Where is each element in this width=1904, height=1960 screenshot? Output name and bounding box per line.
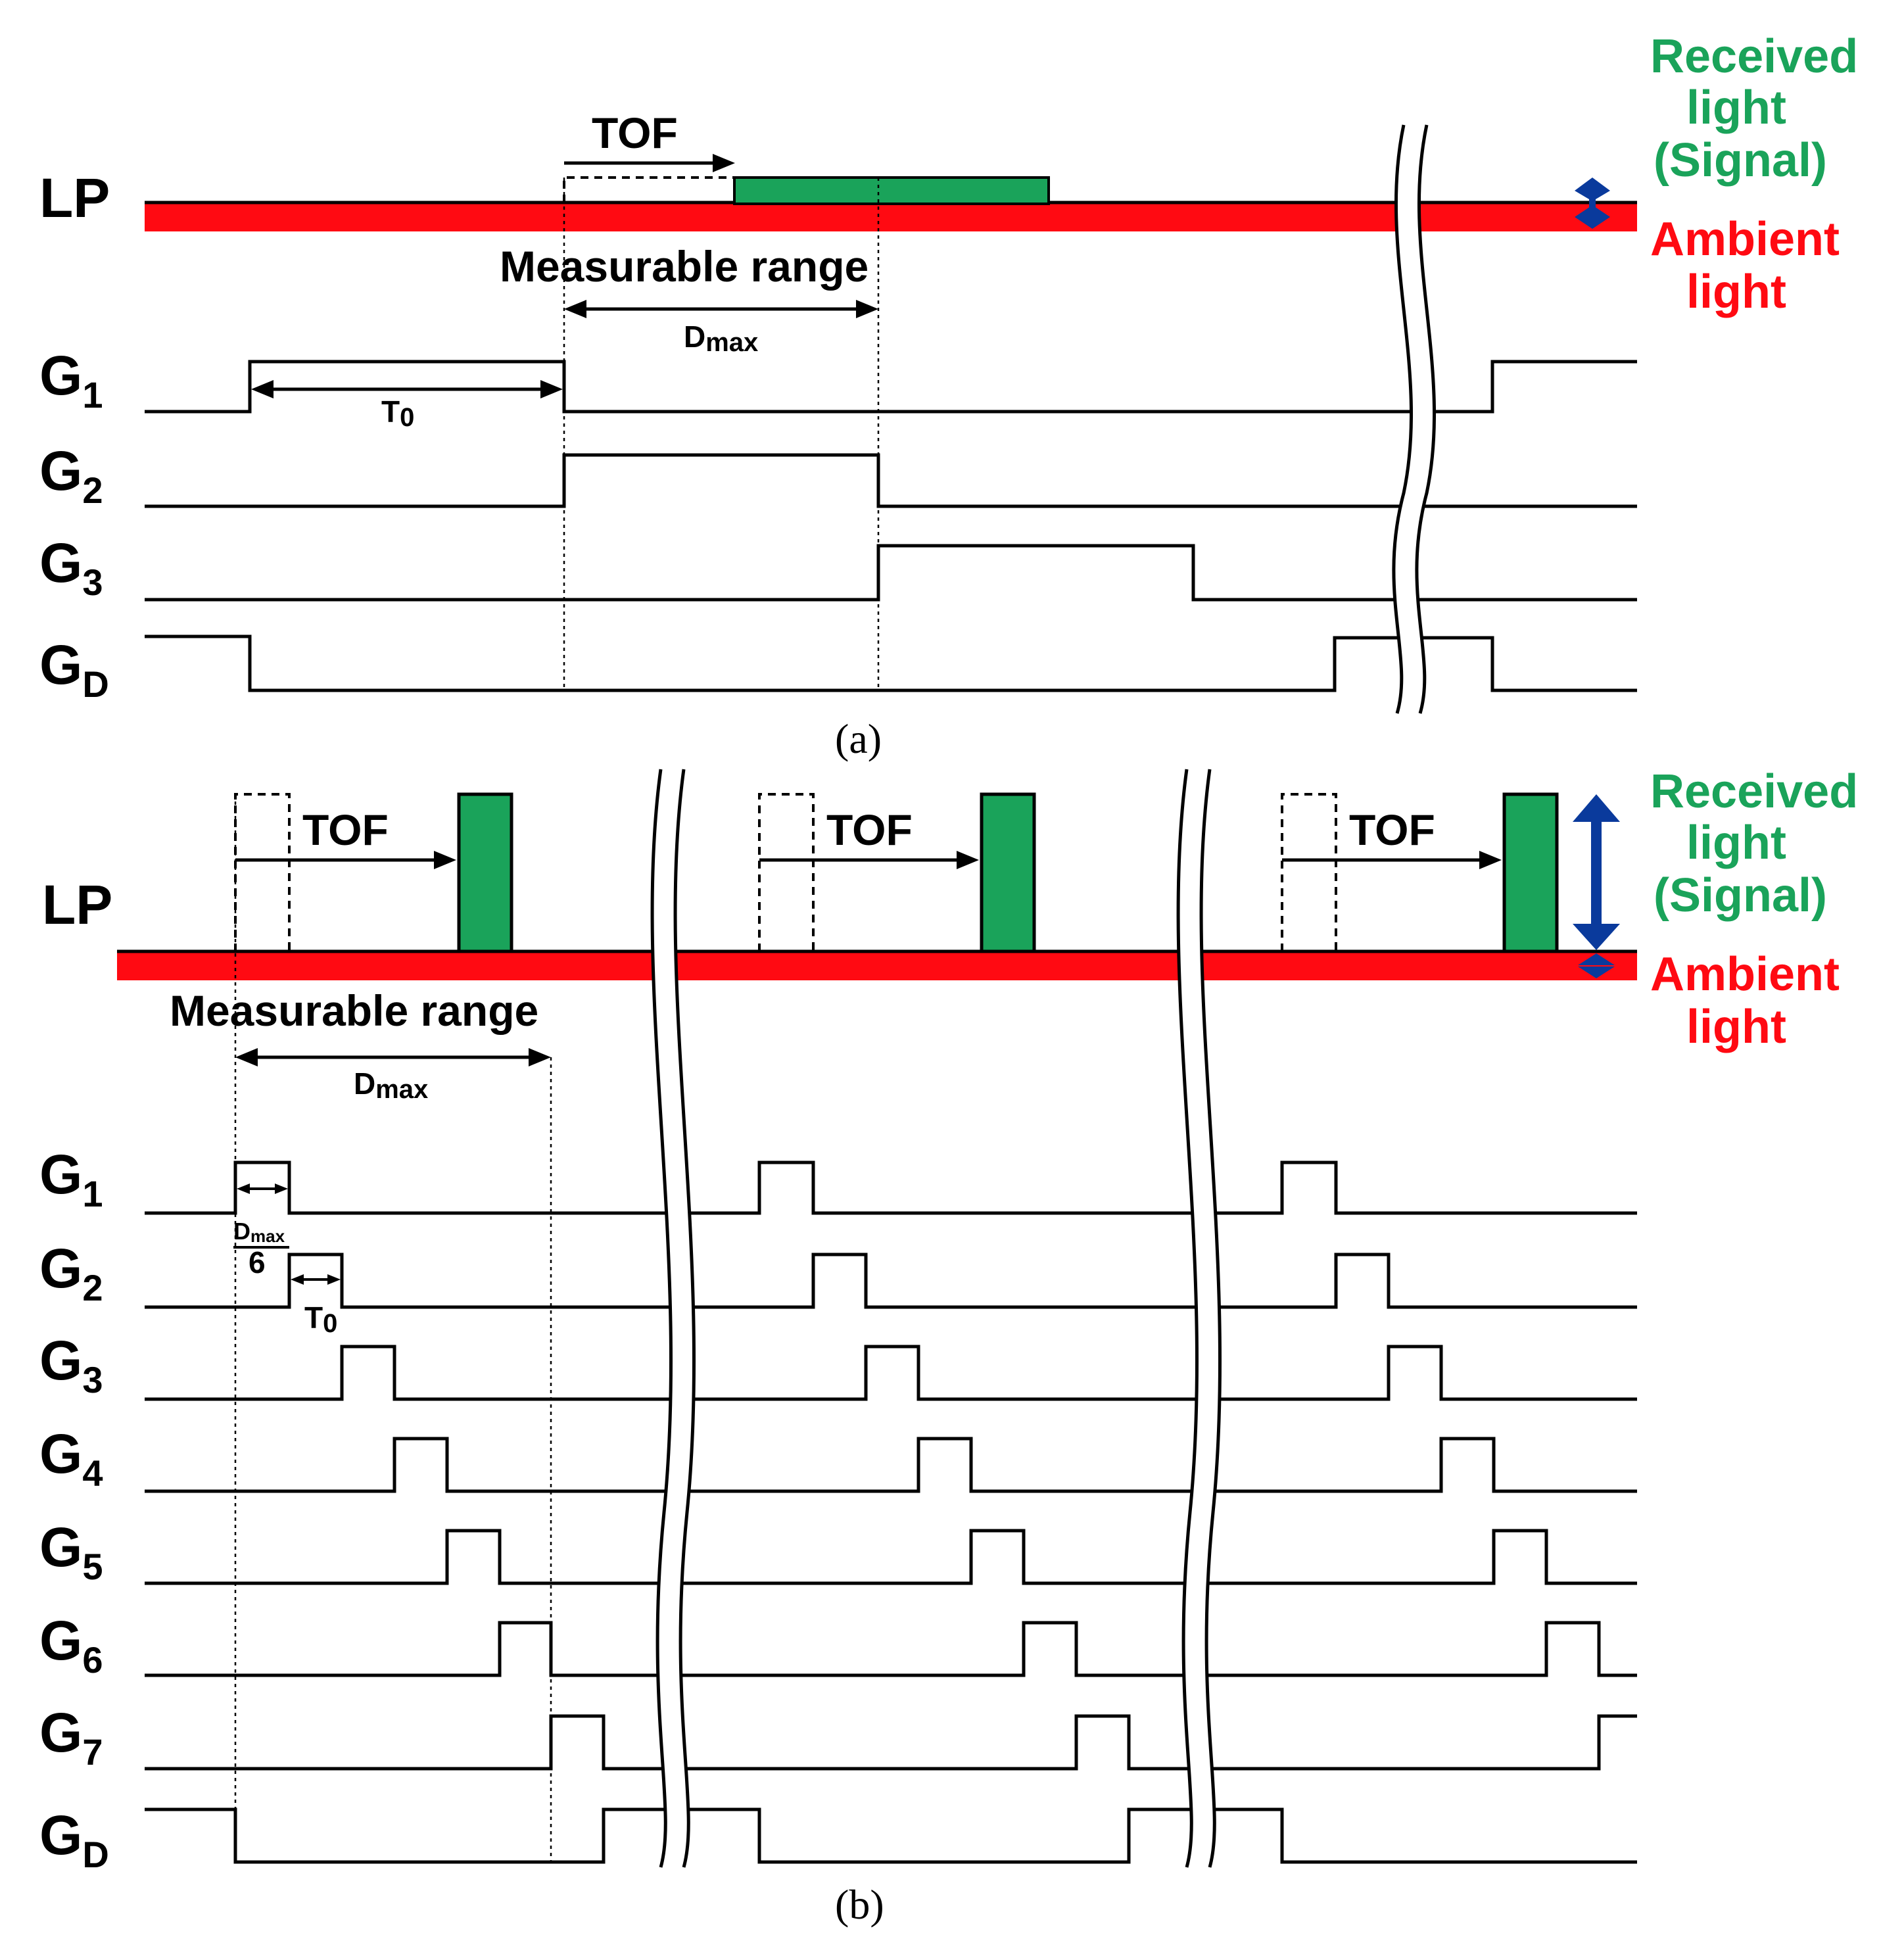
g7-waveform-b: [145, 1714, 1637, 1771]
g3-waveform-a: [145, 544, 1637, 602]
tof-label-b-2: TOF: [826, 805, 913, 854]
gate-label-a-g1: G1: [39, 345, 103, 416]
dmax-fraction-top: Dmax: [233, 1218, 285, 1246]
time-break-b-2: [1176, 769, 1222, 1868]
lp-label-a: LP: [39, 167, 110, 229]
gate-label-b-gd: GD: [39, 1804, 109, 1875]
gate-label-b-g7: G7: [39, 1702, 103, 1773]
tof-label-b-1: TOF: [302, 805, 389, 854]
gate-label-a-g3: G3: [39, 532, 103, 603]
ambient-light-bar-b: [117, 951, 1637, 980]
dmax-fraction-bottom: 6: [249, 1245, 266, 1279]
gate-label-b-g6: G6: [39, 1610, 103, 1681]
emitted-pulse-outline-b-2: [758, 793, 815, 951]
range-label-a: Measurable range: [500, 242, 869, 291]
g5-waveform-b: [145, 1529, 1637, 1585]
g6-waveform-b: [145, 1621, 1637, 1677]
legend-received-b-3: (Signal): [1654, 869, 1827, 922]
gate-label-b-g5: G5: [39, 1516, 103, 1587]
dmax-label-a: Dmax: [684, 320, 758, 357]
t0-label-a: T0: [381, 394, 414, 432]
t0-label-b: T0: [304, 1301, 337, 1338]
legend-received-b-2: light: [1686, 817, 1786, 869]
gate-label-b-g1: G1: [39, 1143, 103, 1214]
legend-received-b-1: Received: [1650, 765, 1858, 818]
received-signal-pulse-a: [733, 176, 1050, 205]
time-break-a: [1392, 124, 1437, 714]
panel-b: TOF TOF TOF LP Measurable range Dmax: [39, 765, 1858, 1928]
panel-a: TOF LP Measurable range Dmax T0 G1 G2 G3…: [39, 30, 1858, 762]
g2-waveform-a: [145, 453, 1637, 508]
gd-waveform-a: [145, 634, 1637, 692]
gate-label-b-g2: G2: [39, 1237, 103, 1308]
received-signal-pulse-b-1: [457, 792, 513, 953]
caption-b: (b): [835, 1881, 884, 1928]
amplitude-arrow-b: [1573, 794, 1620, 978]
legend-received-a-1: Received: [1650, 30, 1858, 83]
legend-received-a-3: (Signal): [1654, 134, 1827, 187]
gate-label-b-g3: G3: [39, 1329, 103, 1400]
g4-waveform-b: [145, 1437, 1637, 1493]
gd-waveform-b: [145, 1807, 1637, 1864]
caption-a: (a): [835, 715, 882, 762]
legend-ambient-a-2: light: [1686, 266, 1786, 318]
gate-label-a-gd: GD: [39, 634, 109, 705]
emitted-pulse-outline-b-1: [234, 793, 291, 951]
gate-label-a-g2: G2: [39, 440, 103, 511]
gate-label-b-g4: G4: [39, 1423, 103, 1494]
range-label-b: Measurable range: [170, 986, 538, 1035]
legend-received-a-2: light: [1686, 82, 1786, 134]
legend-ambient-a-1: Ambient: [1650, 213, 1840, 266]
ambient-light-bar-a: [145, 203, 1637, 231]
received-signal-pulse-b-3: [1502, 792, 1559, 953]
received-signal-pulse-b-2: [980, 792, 1036, 953]
g1-waveform-b: [145, 1160, 1637, 1215]
dmax-label-b: Dmax: [354, 1066, 428, 1104]
legend-ambient-b-1: Ambient: [1650, 948, 1840, 1001]
lp-label-b: LP: [42, 874, 112, 936]
amplitude-arrow-a: [1575, 178, 1610, 229]
emitted-pulse-outline-b-3: [1281, 793, 1337, 951]
legend-ambient-b-2: light: [1686, 1001, 1786, 1053]
tof-label-a: TOF: [592, 108, 678, 157]
g2-waveform-b: [145, 1253, 1637, 1309]
g3-waveform-b: [145, 1345, 1637, 1401]
time-break-b-1: [650, 769, 696, 1868]
tof-label-b-3: TOF: [1349, 805, 1435, 854]
emitted-pulse-outline-a: [563, 176, 734, 203]
g1-waveform-a: [145, 360, 1637, 414]
